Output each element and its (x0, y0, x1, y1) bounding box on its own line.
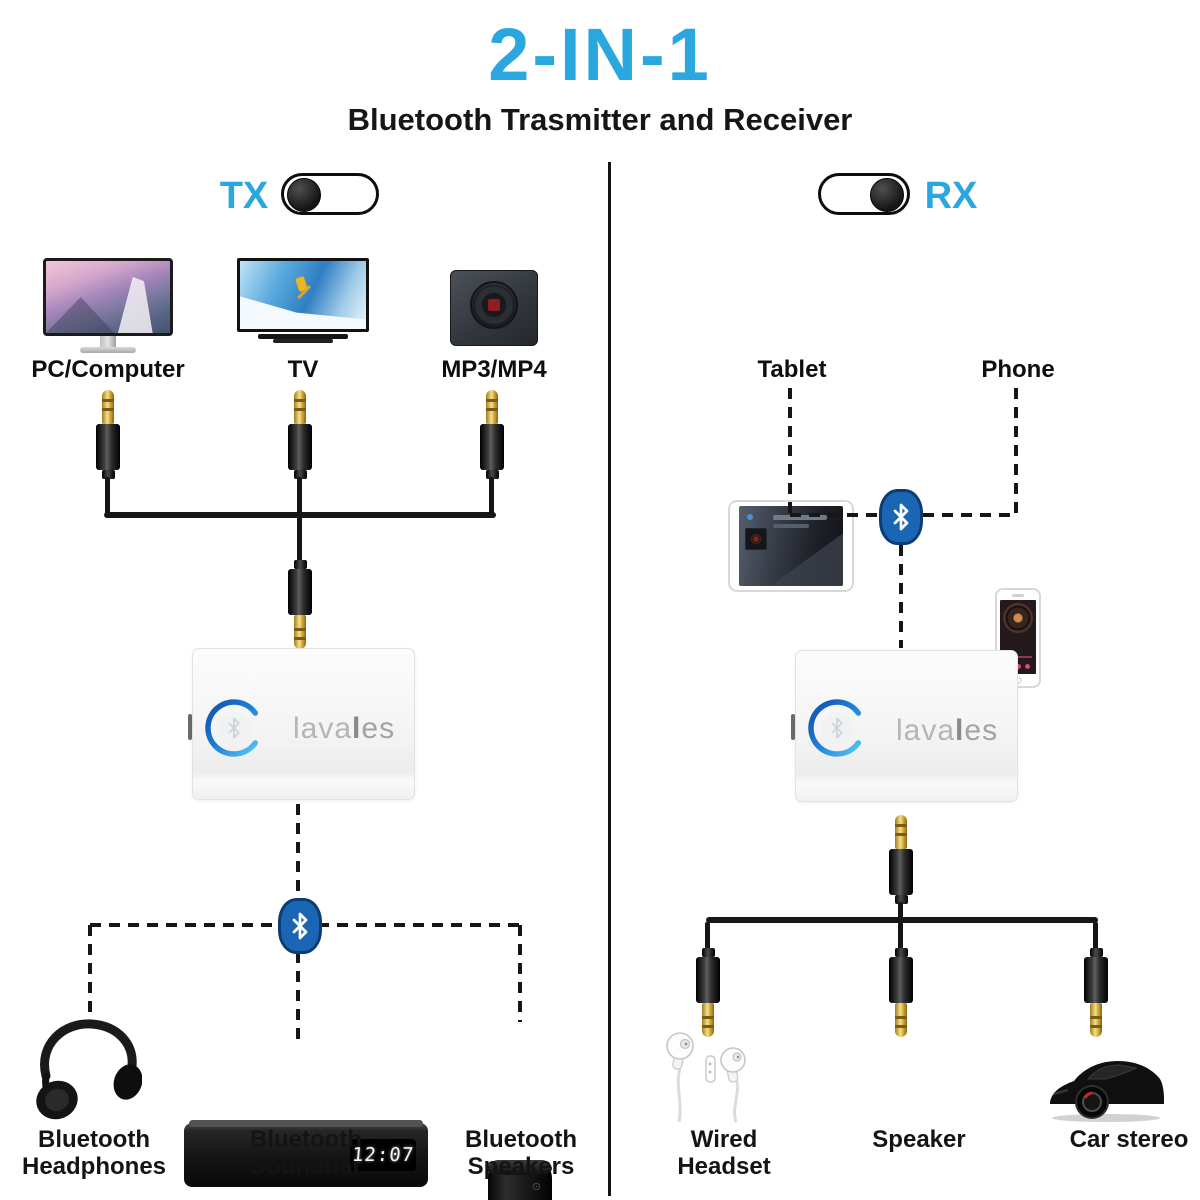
aux-jack-into-transmitter (288, 560, 312, 649)
rx-mode-label: RX (924, 175, 978, 217)
device-side-button (791, 714, 795, 740)
bt-link (1014, 388, 1018, 516)
soundbar-display: 12:07 (350, 1139, 416, 1171)
aux-cable (898, 902, 903, 921)
speaker-label: Speaker (872, 1126, 966, 1153)
bt-link (788, 388, 792, 516)
tx-toggle-switch[interactable] (281, 173, 379, 215)
tv-label: TV (287, 356, 319, 383)
lavales-logo: lavales (293, 712, 396, 745)
bluetooth-ring-icon (808, 699, 862, 757)
aux-jack-mp3 (480, 390, 504, 479)
bt-link (88, 925, 92, 1025)
aux-cable-splitter (104, 512, 496, 518)
aux-cable-splitter (706, 917, 1098, 923)
tablet-label: Tablet (757, 356, 827, 383)
bluetooth-adapter-tx: lavales (192, 648, 415, 800)
rx-toggle-switch[interactable] (818, 173, 910, 215)
center-divider (608, 162, 611, 1196)
page-subtitle: Bluetooth Trasmitter and Receiver (347, 102, 853, 137)
car-stereo-icon (1050, 1061, 1164, 1122)
device-side-button (188, 714, 192, 740)
bt-speaker-icon: ⊙+−▸ (488, 1160, 552, 1200)
bt-link (899, 545, 903, 648)
tx-mode-label: TX (219, 175, 269, 217)
aux-cable (1093, 922, 1098, 950)
headphones-icon (36, 1019, 142, 1120)
rx-toggle-knob (870, 178, 904, 212)
aux-cable (105, 477, 110, 516)
page-title: 2-IN-1 (488, 13, 712, 96)
phone-label: Phone (981, 356, 1055, 383)
mp3-player-icon (450, 270, 538, 346)
lavales-logo: lavales (896, 714, 999, 747)
aux-cable (898, 922, 903, 950)
aux-jack-car (1084, 948, 1108, 1037)
mp3-label: MP3/MP4 (441, 356, 547, 383)
bluetooth-ring-icon (205, 699, 259, 757)
aux-cable (297, 477, 302, 516)
car-stereo-label: Car stereo (1069, 1126, 1189, 1153)
aux-cable (705, 922, 710, 950)
aux-jack-headset (696, 948, 720, 1037)
aux-jack-tv (288, 390, 312, 479)
pc-computer-icon (43, 258, 173, 353)
bt-link (518, 925, 522, 1022)
pc-computer-label: PC/Computer (31, 356, 185, 383)
bluetooth-icon (278, 898, 322, 954)
aux-cable (297, 516, 302, 562)
aux-cable (489, 477, 494, 516)
tx-toggle-knob (287, 178, 321, 212)
bluetooth-adapter-rx: lavales (795, 650, 1018, 802)
aux-jack-from-receiver (889, 815, 913, 904)
aux-jack-speaker (889, 948, 913, 1037)
bluetooth-icon (879, 489, 923, 545)
aux-jack-pc (96, 390, 120, 479)
tablet-icon (728, 500, 854, 592)
soundbar-icon: 12:07 (184, 1120, 428, 1187)
earbuds-icon (666, 1032, 746, 1123)
bt-link (296, 804, 300, 898)
bt-link (296, 952, 300, 1047)
tv-icon (237, 258, 369, 343)
